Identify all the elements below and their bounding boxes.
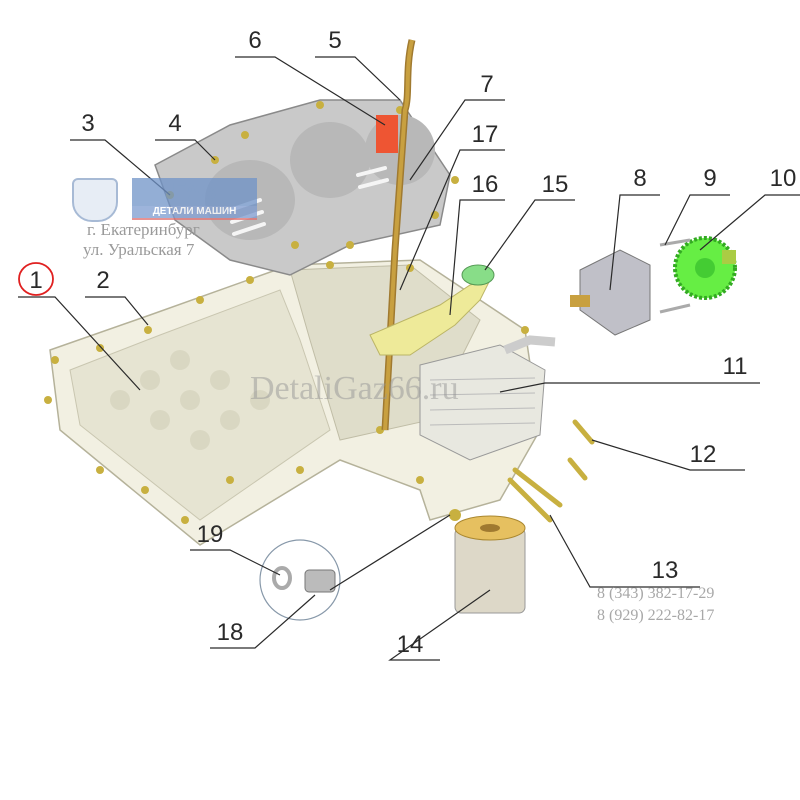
- phone-1: 8 (343) 382-17-29: [597, 585, 715, 602]
- cooler-bolts: [507, 419, 595, 523]
- dipstick-guide-bracket: [376, 115, 398, 153]
- label-6: 6: [248, 27, 261, 54]
- label-12: 12: [690, 441, 717, 468]
- label-8: 8: [633, 165, 646, 192]
- gaz-shield-icon: [72, 178, 118, 222]
- label-16: 16: [472, 171, 499, 198]
- label-3: 3: [81, 110, 94, 137]
- oil-filter: [454, 515, 526, 614]
- label-18: 18: [217, 619, 244, 646]
- leader-lines: [18, 56, 800, 661]
- label-19: 19: [197, 521, 224, 548]
- label-9: 9: [703, 165, 716, 192]
- phone-2: 8 (929) 222-82-17: [597, 607, 715, 624]
- label-1: 1: [29, 267, 42, 294]
- highlight-circle: [18, 262, 54, 296]
- oil-pump: [570, 236, 737, 336]
- label-14: 14: [397, 631, 424, 658]
- logo-text: ГАЗ: [132, 178, 257, 206]
- label-10: 10: [770, 165, 797, 192]
- label-11: 11: [723, 353, 748, 380]
- logo-subtitle: ДЕТАЛИ МАШИН: [132, 206, 257, 220]
- label-4: 4: [168, 110, 181, 137]
- drain-plug-detail: [259, 539, 341, 621]
- label-13: 13: [652, 557, 679, 584]
- watermark-street: ул. Уральская 7: [83, 240, 195, 259]
- dipstick: [376, 39, 416, 431]
- oil-pickup-tube: [369, 264, 495, 356]
- oil-cooler: [419, 335, 556, 461]
- label-17: 17: [472, 121, 499, 148]
- label-2: 2: [96, 267, 109, 294]
- label-5: 5: [328, 27, 341, 54]
- label-15: 15: [542, 171, 569, 198]
- label-7: 7: [480, 71, 493, 98]
- watermark-logo: ГАЗ ДЕТАЛИ МАШИН: [72, 178, 257, 222]
- watermark-city: г. Екатеринбург: [87, 220, 200, 239]
- watermark-site: DetaliGaz66.ru: [250, 370, 459, 407]
